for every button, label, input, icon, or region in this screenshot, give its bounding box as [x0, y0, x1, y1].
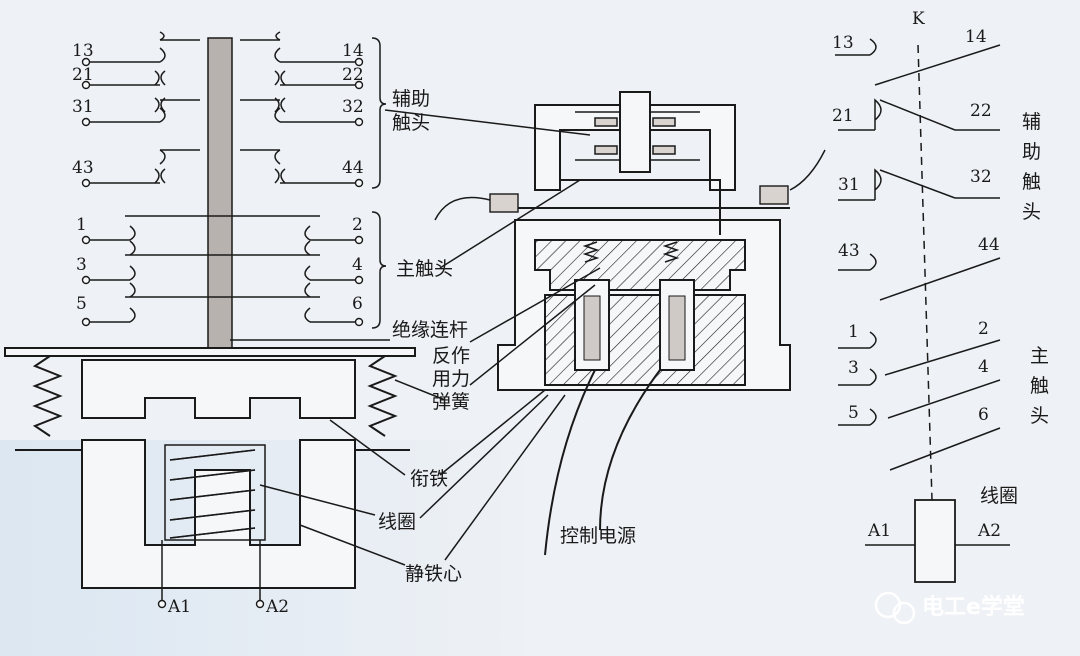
left-terminal-labels: 13 21 31 43 14 22 32 44 1 3 5 2 4 6 A1 A… [72, 41, 364, 617]
term-2: 2 [352, 215, 363, 235]
armature [81, 359, 356, 419]
wire-2 [599, 369, 661, 531]
mechanical-link [917, 44, 933, 501]
sym-6: 6 [978, 405, 989, 425]
term-3: 3 [76, 255, 87, 275]
sym-main-label: 主 触 头 [1030, 345, 1055, 427]
label-coil: 线圈 [378, 511, 416, 533]
coil-symbol [914, 499, 956, 583]
label-static-core: 静铁心 [405, 563, 462, 585]
wire-1 [544, 369, 596, 556]
spring-right [367, 355, 398, 437]
mid-armature [534, 239, 746, 291]
coil-winding [161, 444, 266, 600]
watermark-text: 电工e学堂 [922, 594, 1025, 620]
label-main-contacts: 主触头 [396, 258, 453, 280]
spring-left [32, 355, 63, 437]
sym-43: 43 [838, 241, 860, 261]
main-bracket [371, 211, 387, 329]
watermark: 电工e学堂 [874, 591, 1025, 625]
insulating-rod [207, 37, 233, 351]
term-44: 44 [342, 158, 364, 178]
center-stem [619, 91, 651, 173]
term-4: 4 [352, 255, 363, 275]
term-a2: A2 [265, 597, 289, 617]
sym-aux-label: 辅 助 触 头 [1022, 111, 1047, 223]
term-6: 6 [352, 294, 363, 314]
device-label: K [912, 9, 925, 29]
symbol-labels: K 13 21 31 43 14 22 32 44 1 3 5 2 4 6 A1… [832, 9, 1001, 541]
label-armature: 衔铁 [410, 468, 448, 490]
sym-22: 22 [970, 101, 992, 121]
term-22: 22 [342, 65, 364, 85]
aux-contact-lines [90, 39, 355, 323]
aux-housing [534, 104, 736, 191]
sym-4: 4 [978, 357, 989, 377]
label-insulating-rod: 绝缘连杆 [392, 319, 468, 341]
leader-lines [230, 109, 601, 566]
left-structure [4, 31, 416, 609]
symbol-cn-labels: 辅 助 触 头 主 触 头 线圈 [980, 111, 1055, 507]
sym-a1: A1 [867, 521, 891, 541]
term-43: 43 [72, 158, 94, 178]
label-return-spring: 反作 用力 弹簧 [432, 345, 476, 413]
top-plate [4, 347, 416, 357]
sym-5: 5 [848, 403, 859, 423]
sym-2: 2 [978, 319, 989, 339]
sym-44: 44 [978, 235, 1000, 255]
term-32: 32 [342, 97, 364, 117]
sym-32: 32 [970, 167, 992, 187]
term-21: 21 [72, 65, 94, 85]
contact-arcs [129, 31, 311, 323]
aux-bracket [371, 37, 387, 189]
sym-3: 3 [848, 358, 859, 378]
term-a1: A1 [167, 597, 191, 617]
sym-21: 21 [832, 106, 854, 126]
term-14: 14 [342, 41, 364, 61]
sym-coil-label: 线圈 [980, 485, 1018, 507]
term-1: 1 [76, 215, 87, 235]
term-31: 31 [72, 97, 94, 117]
label-control-power: 控制电源 [560, 525, 636, 547]
sym-31: 31 [838, 175, 860, 195]
sym-a2: A2 [977, 521, 1001, 541]
term-5: 5 [76, 294, 87, 314]
terminal-dots [81, 57, 364, 609]
right-symbol [835, 38, 1010, 583]
sym-14: 14 [965, 27, 987, 47]
sym-13: 13 [832, 33, 854, 53]
sym-1: 1 [848, 322, 859, 342]
middle-cutaway [434, 91, 826, 556]
label-aux-contacts: 辅助 触头 [392, 88, 436, 134]
term-13: 13 [72, 41, 94, 61]
component-labels: 辅助 触头 主触头 绝缘连杆 反作 用力 弹簧 衔铁 线圈 静铁心 控制电源 [378, 88, 636, 585]
